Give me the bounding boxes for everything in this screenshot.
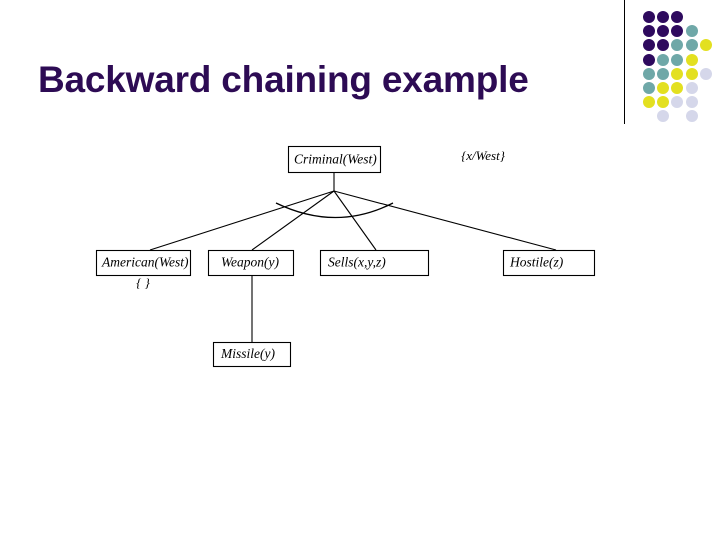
logo-dot bbox=[657, 67, 670, 80]
logo-dot bbox=[657, 82, 670, 94]
logo-dot bbox=[685, 82, 698, 94]
logo-dot bbox=[685, 39, 698, 52]
logo-dot bbox=[657, 110, 670, 123]
logo-dot bbox=[671, 96, 684, 109]
edge-root-to-sells bbox=[333, 190, 377, 251]
logo-dot bbox=[685, 110, 698, 123]
substitution-root: {x/West} bbox=[461, 148, 506, 163]
node-label-hostile-z: Hostile(z) bbox=[509, 255, 564, 270]
logo-dot bbox=[671, 25, 684, 38]
logo-dot bbox=[643, 25, 655, 38]
logo-dot bbox=[643, 82, 655, 94]
logo-dot bbox=[685, 25, 698, 38]
node-label-sells-xyz: Sells(x,y,z) bbox=[328, 255, 386, 270]
logo-dot bbox=[657, 11, 670, 23]
logo-dot bbox=[643, 96, 655, 109]
node-label-american-west: American(West) bbox=[101, 255, 189, 270]
dot-grid-logo bbox=[643, 11, 715, 123]
logo-dot bbox=[671, 67, 684, 80]
logo-dot bbox=[699, 67, 712, 80]
node-criminal-west[interactable] bbox=[287, 145, 382, 174]
logo-dot bbox=[671, 82, 684, 94]
node-missile-y[interactable] bbox=[212, 341, 292, 368]
page-title: Backward chaining example bbox=[38, 59, 529, 100]
node-label-missile-y: Missile(y) bbox=[220, 346, 275, 361]
logo-dot bbox=[643, 11, 655, 23]
logo-dot bbox=[657, 25, 670, 38]
node-american-west[interactable] bbox=[95, 249, 192, 277]
logo-dot bbox=[699, 39, 712, 52]
node-label-criminal-west: Criminal(West) bbox=[294, 152, 377, 167]
edge-root-to-american bbox=[149, 190, 335, 251]
logo-dot bbox=[657, 96, 670, 109]
logo-dot bbox=[643, 53, 655, 66]
edge-root-to-hostile bbox=[333, 190, 557, 251]
node-label-weapon-y: Weapon(y) bbox=[221, 255, 279, 270]
substitution-american-west: { } bbox=[136, 275, 150, 290]
logo-dot bbox=[671, 39, 684, 52]
logo-dot bbox=[657, 39, 670, 52]
edge-root-to-weapon bbox=[251, 190, 335, 251]
logo-dot bbox=[685, 96, 698, 109]
logo-dot bbox=[671, 11, 684, 23]
logo-dot bbox=[671, 53, 684, 66]
logo-dot bbox=[685, 53, 698, 66]
logo-dot bbox=[657, 53, 670, 66]
node-hostile-z[interactable] bbox=[502, 249, 596, 277]
logo-dot bbox=[685, 67, 698, 80]
and-conjunction-arc bbox=[275, 202, 394, 219]
node-weapon-y[interactable] bbox=[207, 249, 295, 277]
node-sells-xyz[interactable] bbox=[319, 249, 430, 277]
logo-dot bbox=[643, 39, 655, 52]
logo-dot bbox=[643, 67, 655, 80]
header-divider-rule bbox=[624, 0, 625, 124]
